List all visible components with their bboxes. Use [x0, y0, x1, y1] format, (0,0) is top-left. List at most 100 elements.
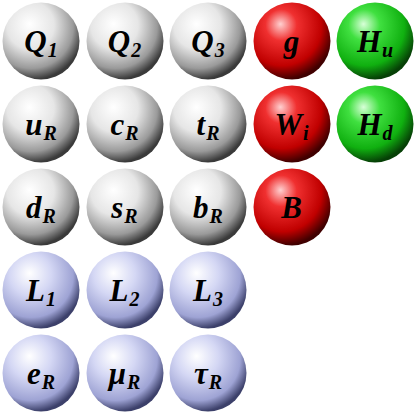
particle-subscript: d — [383, 123, 393, 143]
sphere-fill — [253, 3, 330, 80]
particle-sphere: tR — [169, 85, 247, 163]
particle-label: tR — [169, 85, 247, 163]
particle-sphere: g — [253, 2, 331, 80]
sphere-fill — [253, 86, 330, 163]
sphere-fill — [253, 169, 330, 246]
particle-subscript: R — [209, 372, 222, 392]
particle-label: cR — [86, 85, 164, 163]
sphere-fill — [3, 335, 80, 412]
particle-symbol: W — [274, 109, 302, 140]
particle-label: bR — [169, 168, 247, 246]
particle-label: Q3 — [169, 2, 247, 80]
particle-sphere: Hd — [336, 85, 414, 163]
particle-label: L2 — [86, 251, 164, 329]
particle-subscript: R — [210, 206, 223, 226]
particle-symbol: b — [193, 192, 209, 223]
sphere-fill — [337, 3, 414, 80]
particle-label: L3 — [169, 251, 247, 329]
sphere-fill — [86, 335, 163, 412]
particle-sphere: Hu — [336, 2, 414, 80]
particle-label: Q1 — [2, 2, 80, 80]
particle-sphere: Wi — [253, 85, 331, 163]
particle-subscript: R — [43, 123, 56, 143]
particle-subscript: i — [303, 123, 309, 143]
sphere-fill — [170, 335, 247, 412]
particle-label: B — [253, 168, 331, 246]
particle-symbol: d — [26, 192, 42, 223]
particle-label: Q2 — [86, 2, 164, 80]
particle-symbol: B — [281, 192, 302, 223]
sphere-fill — [170, 169, 247, 246]
particle-sphere: bR — [169, 168, 247, 246]
particle-label: sR — [86, 168, 164, 246]
particle-symbol: c — [110, 109, 124, 140]
particle-symbol: g — [284, 26, 300, 57]
particle-subscript: u — [382, 40, 393, 60]
particle-sphere: eR — [2, 334, 80, 412]
sphere-fill — [86, 3, 163, 80]
particle-sphere: τR — [169, 334, 247, 412]
particle-label: μR — [86, 334, 164, 412]
particle-sphere: L3 — [169, 251, 247, 329]
particle-symbol: Q — [24, 26, 46, 57]
particle-label: τR — [169, 334, 247, 412]
particle-sphere: B — [253, 168, 331, 246]
particle-subscript: 1 — [48, 40, 58, 60]
particle-subscript: R — [124, 206, 137, 226]
sphere-outline — [86, 85, 164, 163]
particle-sphere: sR — [86, 168, 164, 246]
particle-subscript: 1 — [46, 289, 56, 309]
particle-label: g — [253, 2, 331, 80]
sphere-fill — [170, 3, 247, 80]
particle-label: Hd — [336, 85, 414, 163]
particle-label: dR — [2, 168, 80, 246]
sphere-fill — [170, 86, 247, 163]
particle-symbol: t — [197, 109, 206, 140]
particle-subscript: R — [43, 206, 56, 226]
sphere-fill — [170, 252, 247, 329]
particle-sphere: L1 — [2, 251, 80, 329]
particle-sphere: dR — [2, 168, 80, 246]
particle-label: eR — [2, 334, 80, 412]
particle-subscript: 3 — [213, 289, 223, 309]
particle-subscript: R — [206, 123, 219, 143]
particle-sphere: μR — [86, 334, 164, 412]
sphere-fill — [86, 86, 163, 163]
sphere-fill — [3, 3, 80, 80]
particle-sphere: Q1 — [2, 2, 80, 80]
particle-sphere: cR — [86, 85, 164, 163]
particle-symbol: L — [110, 275, 129, 306]
particle-label: uR — [2, 85, 80, 163]
particle-symbol: u — [25, 109, 42, 140]
particle-label: Wi — [253, 85, 331, 163]
particle-symbol: Q — [108, 26, 130, 57]
particle-subscript: 2 — [129, 289, 139, 309]
particle-subscript: R — [125, 123, 138, 143]
sphere-fill — [86, 252, 163, 329]
particle-label: L1 — [2, 251, 80, 329]
particle-label: Hu — [336, 2, 414, 80]
particle-subscript: R — [42, 372, 55, 392]
particle-symbol: Q — [191, 26, 213, 57]
particle-sphere: Q2 — [86, 2, 164, 80]
particle-symbol: μ — [109, 358, 126, 389]
sphere-fill — [86, 169, 163, 246]
sphere-fill — [3, 169, 80, 246]
particle-subscript: 3 — [215, 40, 225, 60]
sphere-fill — [337, 86, 414, 163]
sphere-outline — [2, 334, 80, 412]
particle-symbol: H — [357, 109, 381, 140]
sphere-fill — [3, 86, 80, 163]
particle-sphere: L2 — [86, 251, 164, 329]
particle-symbol: e — [27, 358, 41, 389]
sphere-outline — [169, 334, 247, 412]
particle-symbol: τ — [194, 358, 208, 389]
particle-subscript: R — [127, 372, 140, 392]
particle-symbol: H — [357, 26, 381, 57]
particle-subscript: 2 — [131, 40, 141, 60]
sphere-fill — [3, 252, 80, 329]
particle-sphere: uR — [2, 85, 80, 163]
particle-sphere: Q3 — [169, 2, 247, 80]
particle-symbol: L — [193, 275, 212, 306]
